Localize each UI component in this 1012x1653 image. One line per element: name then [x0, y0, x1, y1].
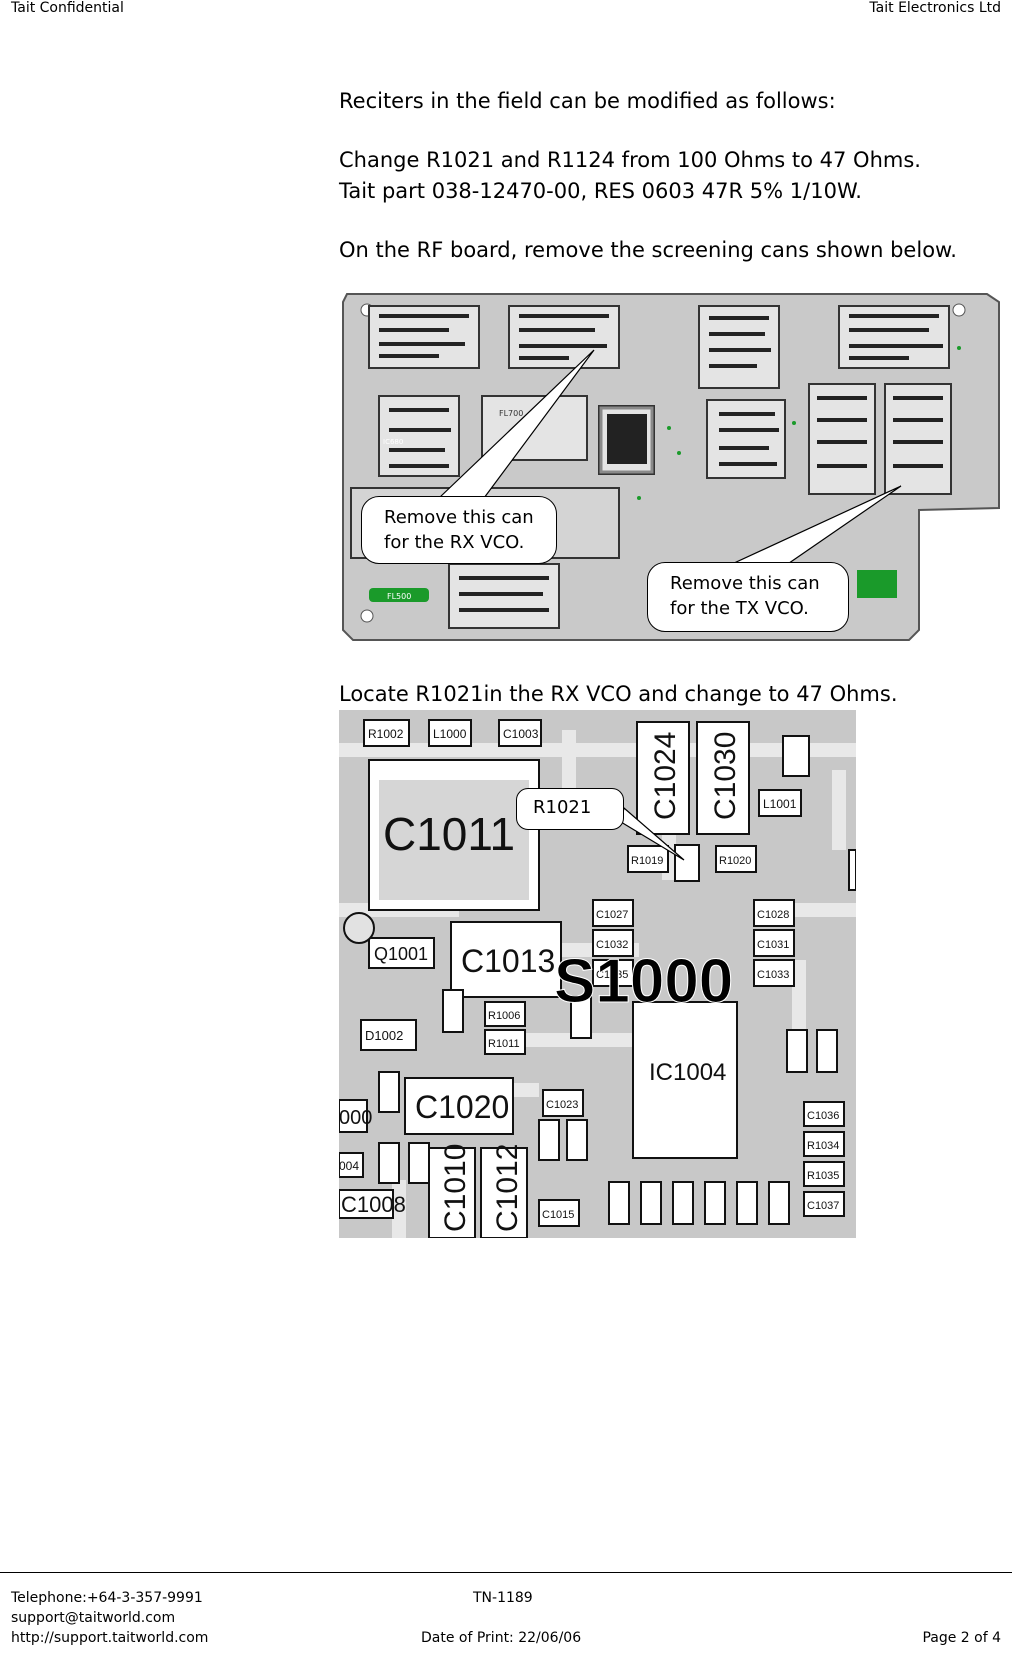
c1027-label: C1027: [596, 909, 628, 921]
r1019-label: R1019: [631, 855, 663, 867]
fl500-label: FL500: [387, 592, 411, 601]
c1010-label: C1010: [439, 1144, 472, 1232]
header-company: Tait Electronics Ltd: [869, 0, 1001, 16]
footer-page-number: Page 2 of 4: [922, 1630, 1001, 1646]
c1031-label: C1031: [757, 939, 789, 951]
s1000-label: S1000: [554, 947, 733, 1016]
rx-vco-zoom-image: R1002 L1000 C1003 C1024 C1030 C1011 L100…: [338, 710, 857, 1239]
callout-rx-vco: Remove this can for the RX VCO.: [361, 496, 557, 564]
c1032-label: C1032: [596, 939, 628, 951]
c1020-label: C1020: [415, 1089, 509, 1125]
r1020-label: R1020: [719, 855, 751, 867]
callout-tx-line2: for the TX VCO.: [670, 598, 809, 619]
footer-telephone: Telephone:+64-3-357-9991: [11, 1590, 203, 1606]
c1035-label: C1035: [596, 969, 628, 981]
fl700-label: FL700: [499, 409, 523, 418]
footer-email: support@taitworld.com: [11, 1610, 176, 1626]
change-instruction-line1: Change R1021 and R1124 from 100 Ohms to …: [339, 148, 921, 172]
footer-website: http://support.taitworld.com: [11, 1630, 209, 1646]
ic680-label: IC680: [383, 438, 403, 446]
footer-doc-number: TN-1189: [473, 1590, 533, 1606]
r1002-label: R1002: [368, 727, 404, 741]
callout-tx-line1: Remove this can: [670, 573, 820, 594]
callout-r1021: R1021: [516, 788, 624, 830]
c1015-label: C1015: [542, 1209, 574, 1221]
rf-board-figure: FL700 IC680 FL500 Remove this can for th…: [339, 288, 1009, 646]
remove-cans-instruction: On the RF board, remove the screening ca…: [339, 238, 957, 262]
c1013-label: C1013: [461, 943, 555, 979]
c1036-label: C1036: [807, 1110, 839, 1122]
c1008-label: C1008: [341, 1192, 406, 1217]
callout-tx-vco: Remove this can for the TX VCO.: [647, 562, 849, 632]
footer-divider: [0, 1572, 1012, 1573]
d1002-label: D1002: [365, 1028, 403, 1043]
r1006-label: R1006: [488, 1010, 520, 1022]
header-confidential: Tait Confidential: [11, 0, 124, 16]
part-004-label: 004: [339, 1159, 359, 1173]
part-000-label: 000: [339, 1107, 372, 1129]
callout-rx-line1: Remove this can: [384, 507, 534, 528]
c1012-label: C1012: [491, 1144, 524, 1232]
l1001-label: L1001: [763, 797, 797, 811]
ic1004-label: IC1004: [649, 1059, 726, 1086]
c1023-label: C1023: [546, 1099, 578, 1111]
r1011-label: R1011: [488, 1038, 520, 1050]
l1000-label: L1000: [433, 727, 467, 741]
q1001-label: Q1001: [374, 944, 428, 964]
c1030-label: C1030: [709, 732, 742, 820]
r1034-label: R1034: [807, 1140, 839, 1152]
c1011-label: C1011: [383, 808, 515, 860]
c1033-label: C1033: [757, 969, 789, 981]
c1037-label: C1037: [807, 1200, 839, 1212]
rx-vco-zoom-figure: R1002 L1000 C1003 C1024 C1030 C1011 L100…: [338, 710, 857, 1239]
c1028-label: C1028: [757, 909, 789, 921]
footer-print-date: Date of Print: 22/06/06: [421, 1630, 582, 1646]
callout-rx-line2: for the RX VCO.: [384, 532, 525, 553]
intro-text: Reciters in the field can be modified as…: [339, 89, 836, 113]
c1024-label: C1024: [649, 732, 682, 820]
c1003-label: C1003: [503, 727, 539, 741]
locate-instruction: Locate R1021in the RX VCO and change to …: [339, 682, 898, 706]
change-instruction-line2: Tait part 038-12470-00, RES 0603 47R 5% …: [339, 179, 862, 203]
r1035-label: R1035: [807, 1170, 839, 1182]
